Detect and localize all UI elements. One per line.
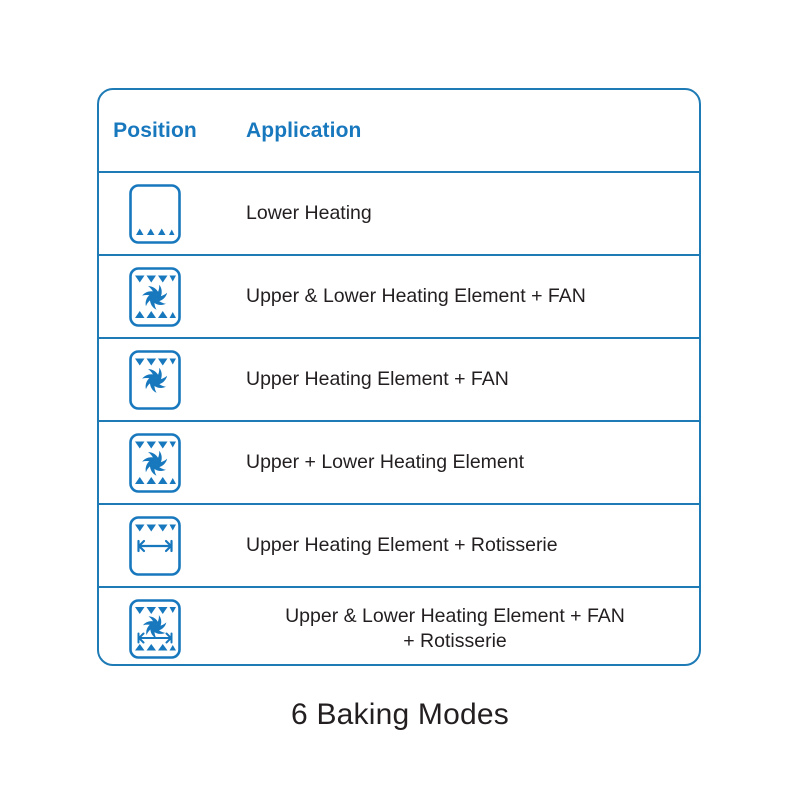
application-label: Upper & Lower Heating Element + FAN+ Rot… [285, 605, 625, 652]
application-label: Upper + Lower Heating Element [246, 451, 525, 474]
figure-caption: 6 Baking Modes [291, 698, 509, 731]
oven-upper-lower-heating-fan-rotisserie-icon [128, 598, 182, 660]
position-cell [99, 420, 211, 504]
application-label: Upper & Lower Heating Element + FAN [246, 285, 586, 308]
application-cell: Upper Heating Element + FAN [211, 337, 699, 421]
oven-upper-lower-heating-fan-icon [128, 266, 182, 328]
table-row: Upper Heating Element + Rotisserie [99, 503, 699, 587]
position-cell [99, 503, 211, 587]
table-header-row: Position Application [99, 90, 699, 172]
position-cell [99, 337, 211, 421]
position-cell [99, 254, 211, 338]
table-row: Upper Heating Element + FAN [99, 337, 699, 421]
position-cell [99, 171, 211, 255]
table-row: Upper + Lower Heating Element [99, 420, 699, 504]
table-row: Upper & Lower Heating Element + FAN+ Rot… [99, 586, 699, 670]
application-label: Upper Heating Element + Rotisserie [246, 534, 558, 557]
application-cell: Upper & Lower Heating Element + FAN+ Rot… [211, 586, 699, 670]
application-label: Lower Heating [246, 202, 372, 225]
application-cell: Lower Heating [211, 171, 699, 255]
position-cell [99, 586, 211, 670]
baking-modes-table: Position Application [97, 88, 701, 670]
oven-lower-heating-icon [128, 183, 182, 245]
modes-grid: Position Application [99, 90, 699, 670]
header-label-application: Application [246, 118, 362, 142]
header-cell-position: Position [99, 90, 211, 172]
header-label-position: Position [113, 118, 197, 142]
table-row: Upper & Lower Heating Element + FAN [99, 254, 699, 338]
oven-upper-lower-heating-icon [128, 432, 182, 494]
application-cell: Upper Heating Element + Rotisserie [211, 503, 699, 587]
application-label: Upper Heating Element + FAN [246, 368, 509, 391]
application-cell: Upper & Lower Heating Element + FAN [211, 254, 699, 338]
application-cell: Upper + Lower Heating Element [211, 420, 699, 504]
oven-upper-heating-fan-icon [128, 349, 182, 411]
header-cell-application: Application [211, 90, 699, 172]
table-row: Lower Heating [99, 171, 699, 255]
oven-upper-heating-rotisserie-icon [128, 515, 182, 577]
